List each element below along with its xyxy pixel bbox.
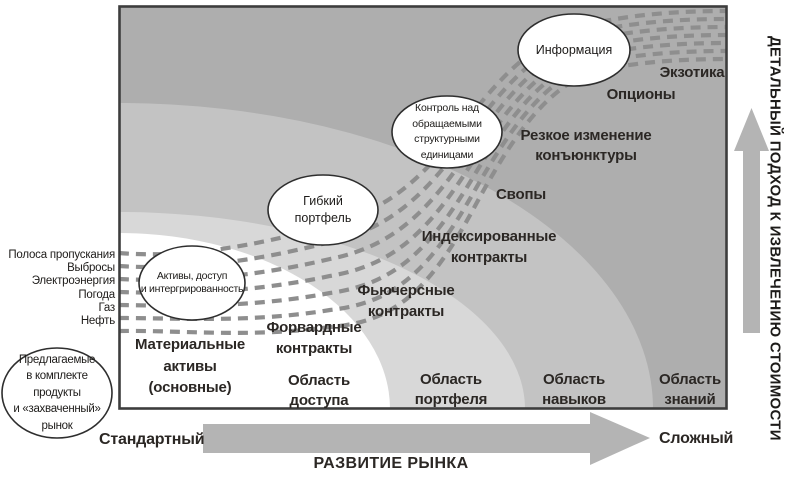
zone-label-skills: Область навыков xyxy=(542,371,606,408)
bubble-bundled-products: Предлагаемые в комплекте продукты и «зах… xyxy=(13,353,101,432)
zone-bands xyxy=(119,6,727,409)
bubble-control-units: Контроль над обращаемыми структурными ед… xyxy=(412,102,482,161)
commodity-oil: Нефть xyxy=(80,315,115,328)
bubble-assets-access: Активы, доступ и интергрированность xyxy=(140,269,244,296)
label-futures-contracts: Фьючерсные контракты xyxy=(357,282,455,320)
label-exotic: Экзотика xyxy=(659,64,725,81)
label-swaps: Свопы xyxy=(496,186,546,203)
label-material-assets: Материальные активы (основные) xyxy=(135,336,245,396)
chart-border xyxy=(118,5,728,410)
label-sharp-change: Резкое изменение конъюнктуры xyxy=(520,127,652,164)
market-development-arrow xyxy=(203,412,650,465)
value-extraction-arrow xyxy=(734,108,769,333)
commodity-gas: Газ xyxy=(98,301,115,314)
bubble-flexible-portfolio: Гибкий портфель xyxy=(294,194,352,225)
label-options: Опционы xyxy=(606,86,676,103)
y-axis-title: ДЕТАЛЬНЫЙ ПОДХОД К ИЗВЛЕЧЕНИЮ СТОИМОСТИ xyxy=(766,36,784,441)
x-axis-title: РАЗВИТИЕ РЫНКА xyxy=(313,455,469,472)
commodity-weather: Погода xyxy=(78,288,115,301)
bubble-information: Информация xyxy=(535,43,613,57)
zone-label-knowledge: Область знаний xyxy=(659,371,721,408)
zone-label-portfolio: Область портфеля xyxy=(414,371,488,408)
flexible-portfolio-bubble-shape xyxy=(267,174,379,246)
control-bubble-shape xyxy=(391,95,503,169)
x-axis-start-label: Стандартный xyxy=(99,431,205,448)
label-forward-contracts: Форвардные контракты xyxy=(266,319,362,357)
assets-bubble-shape xyxy=(138,245,246,321)
zone-label-access: Область доступа xyxy=(288,372,350,409)
label-indexed-contracts: Индексированные контракты xyxy=(421,228,557,266)
x-axis-end-label: Сложный xyxy=(659,430,734,447)
information-bubble-shape xyxy=(517,13,631,87)
commodity-emissions: Выбросы xyxy=(67,262,115,275)
commodity-bandwidth: Полоса пропускания xyxy=(8,249,115,261)
commodity-list: Полоса пропускания Выбросы Электроэнерги… xyxy=(0,249,115,328)
bundled-products-bubble-shape xyxy=(1,347,113,439)
commodity-electricity: Электроэнергия xyxy=(31,275,115,288)
